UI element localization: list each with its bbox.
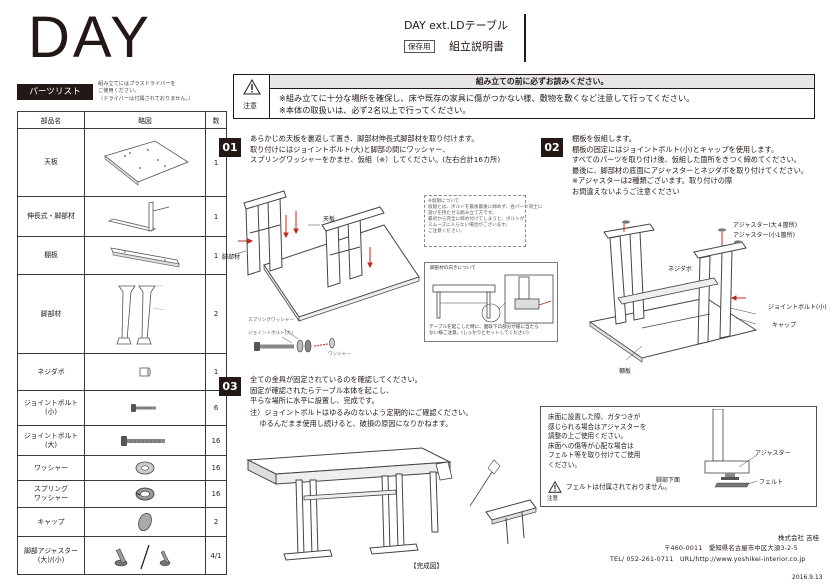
table-row: 棚板 1	[17, 236, 227, 275]
part-name: 天板	[17, 128, 85, 197]
tabletop-diagram	[84, 128, 206, 197]
cap-icon	[84, 507, 206, 537]
header-divider	[524, 14, 526, 62]
part-name: スプリングワッシャー	[17, 480, 85, 508]
label-cap: キャップ	[772, 322, 797, 329]
shelf-diagram	[84, 236, 206, 275]
step-3-note: 注）ジョイントボルトはゆるみのないよう定期的にご確認ください。 ゆるんだまま使用…	[250, 408, 473, 428]
parts-table: 部品名 略図 数 天板 1 伸長式・脚部材 1 棚板 1 脚部	[17, 111, 227, 575]
spring-washer-icon	[84, 480, 206, 508]
parts-list-badge: パーツリスト	[17, 84, 93, 100]
caution-icon-label: 注意	[243, 102, 257, 110]
part-name: ジョイントボルト(大)	[17, 425, 85, 456]
table-row: ジョイントボルト(大) 16	[17, 425, 227, 456]
label-leg: 脚部材	[222, 254, 241, 261]
table-row: キャップ 2	[17, 507, 227, 537]
part-name: 伸長式・脚部材	[17, 196, 85, 237]
leg-diagram	[84, 274, 206, 354]
table-row: 伸長式・脚部材 1	[17, 196, 227, 237]
temp-assembly-note: ※仮組について 仮組とは、ボルトを最後最後に締めず、各パーツ同士に 遊びを持たせ…	[424, 195, 542, 247]
company-address: 〒460-0011 愛知県名古屋市中区大須3-2-5	[664, 545, 798, 552]
adjuster-detail-illustration	[704, 409, 758, 488]
adjuster-note-box: 床面に設置した際、ガタつきが 感じられる場合はアジャスターを 調整の上ご使用くだ…	[540, 406, 817, 507]
part-name: 脚部アジャスター(大)/(小)	[17, 536, 85, 575]
part-qty: 2	[205, 507, 227, 537]
step-3-text: 全ての金具が固定されているのを確認してください。 固定が確認されたらテーブル本体…	[250, 375, 422, 406]
table-row: スプリングワッシャー 16	[17, 480, 227, 508]
parts-note: 組み立てにはプラスドライバーを ご使用ください。 （ドライバーは付属されておりま…	[98, 81, 194, 102]
label-adjuster-large: アジャスター(大４箇所)	[733, 222, 798, 229]
company-name: 株式会社 吉桂	[778, 534, 820, 542]
label-dowel: ネジダボ	[668, 266, 692, 273]
label-joint-bolt-large: ジョイントボルト(大)	[248, 331, 293, 336]
parts-table-header: 部品名 略図 数	[17, 111, 227, 129]
part-qty: 16	[205, 480, 227, 508]
warning-triangle-icon	[243, 79, 261, 95]
step-1-illustration	[231, 190, 420, 353]
washer-icon	[84, 455, 206, 481]
complete-label: 【完成図】	[410, 562, 443, 570]
caution-line-2: ※本体の取扱いは、必ず2名以上で行ってください。	[279, 105, 471, 115]
table-row: 脚部材 2	[17, 274, 227, 354]
part-name: 脚部材	[17, 274, 85, 354]
adjuster-icon	[84, 536, 206, 575]
step-2-illustration	[588, 220, 758, 363]
part-name: 棚板	[17, 236, 85, 275]
part-name: キャップ	[17, 507, 85, 537]
felt-caution-label: 注意	[547, 496, 559, 502]
caution-box: 注意 組み立ての前に必ずお読みください。 ※組み立てに十分な場所を確保し、床や既…	[233, 74, 815, 119]
small-bolt-icon	[84, 390, 206, 426]
step-2-text: 棚板を仮組します。 棚板の固定にはジョイントボルト(小)とキャップを使用します。…	[572, 134, 808, 196]
dowel-icon	[84, 353, 206, 391]
label-adjuster-small: アジャスター(小1箇所)	[733, 232, 795, 239]
table-row: 脚部アジャスター(大)/(小) 4/1	[17, 536, 227, 575]
label-shelf: 棚板	[619, 368, 632, 375]
step-1-badge: 01	[219, 138, 241, 157]
header-diagram: 略図	[84, 111, 206, 129]
part-name: ジョイントボルト(小)	[17, 390, 85, 426]
label-felt: フェルト	[759, 479, 784, 486]
company-contact: TEL/ 052-261-0711 URL/http://www.yoshike…	[610, 556, 806, 563]
manual-title: 組立説明書	[449, 40, 504, 53]
product-name: DAY ext.LDテーブル	[404, 19, 508, 32]
leg-orientation-inset: 脚部材の向きについて テーブルを起こした時に、面取下凸部分が紙に当たら ない様ご…	[424, 262, 558, 342]
issue-date: 2016.9.13	[792, 574, 823, 581]
table-row: 天板 1	[17, 128, 227, 197]
part-qty: 4/1	[205, 536, 227, 575]
warning-triangle-icon	[548, 481, 562, 493]
part-qty: 16	[205, 455, 227, 481]
brand-logo: DAY	[28, 5, 152, 70]
large-bolt-icon	[84, 425, 206, 456]
inset-diagram	[432, 274, 554, 324]
keep-badge: 保存用	[404, 40, 435, 53]
caution-line-1: ※組み立てに十分な場所を確保し、床や既存の家具に傷がつかない様、敷物を敷くなど注…	[279, 93, 695, 103]
inset-title: 脚部材の向きについて	[430, 266, 476, 271]
caution-icon-cell: 注意	[234, 75, 270, 118]
label-leg-bottom: 脚部下面	[656, 477, 681, 484]
header-name: 部品名	[17, 111, 85, 129]
part-name: ネジダボ	[17, 353, 85, 391]
completed-table-illustration	[246, 447, 537, 561]
label-washer: ワッシャー	[328, 352, 351, 357]
part-name: ワッシャー	[17, 455, 85, 481]
table-row: ワッシャー 16	[17, 455, 227, 481]
part-qty: 16	[205, 425, 227, 456]
inset-caption: テーブルを起こした時に、面取下凸部分が紙に当たら ない様ご注意。(しっかりとセッ…	[429, 325, 539, 336]
table-row: ジョイントボルト(小) 6	[17, 390, 227, 426]
caution-heading: 組み立ての前に必ずお読みください。	[270, 75, 814, 89]
step-3-badge: 03	[219, 377, 241, 396]
label-adjuster: アジャスター	[755, 450, 791, 457]
label-joint-bolt-small: ジョイントボルト(小)	[768, 304, 827, 311]
felt-note: フェルトは付属されておりません。	[566, 483, 671, 491]
label-spring-washer: スプリングワッシャー	[248, 318, 294, 323]
ext-leg-diagram	[84, 196, 206, 237]
header-qty: 数	[205, 111, 227, 129]
table-row: ネジダボ 1	[17, 353, 227, 391]
label-tabletop: 天板	[323, 216, 336, 223]
adjuster-note-text: 床面に設置した際、ガタつきが 感じられる場合はアジャスターを 調整の上ご使用くだ…	[548, 413, 647, 469]
step-1-text: あらかじめ天板を裏返して置き、脚部材伸長式脚部材を取り付けます。 取り付けにはジ…	[250, 134, 501, 165]
step-2-badge: 02	[541, 138, 563, 157]
